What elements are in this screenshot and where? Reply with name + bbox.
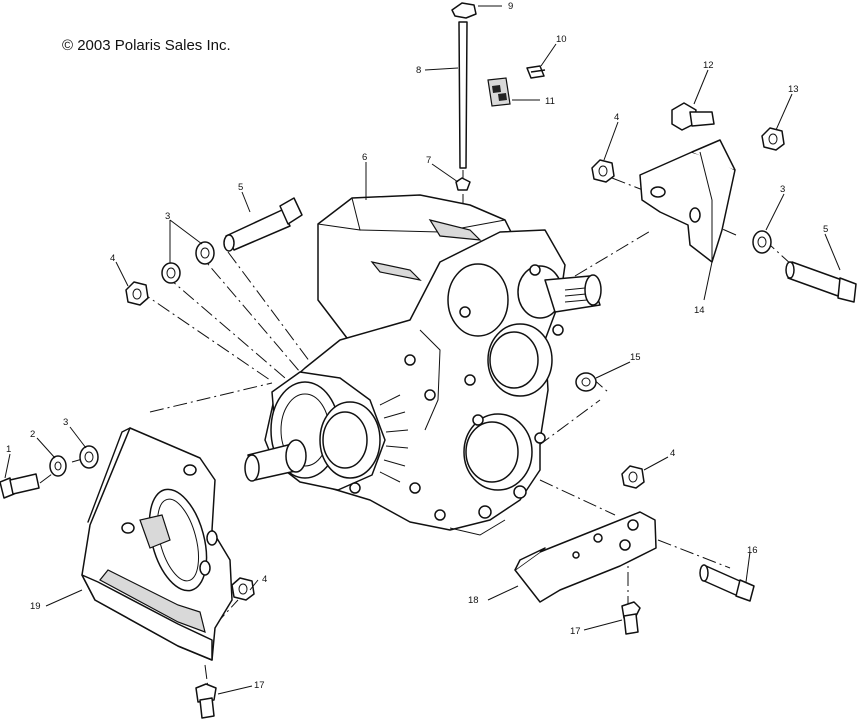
leader-lines bbox=[4, 5, 841, 695]
callout-13: 13 bbox=[788, 84, 799, 95]
copyright-notice: © 2003 Polaris Sales Inc. bbox=[62, 37, 231, 54]
callout-3-lower: 3 bbox=[63, 417, 68, 428]
nut-4-upper-right bbox=[591, 159, 615, 183]
callout-9: 9 bbox=[508, 1, 513, 12]
nut-4-right bbox=[621, 465, 645, 489]
bolt-10 bbox=[526, 65, 546, 79]
rear-mount-bracket bbox=[639, 139, 736, 263]
callout-2: 2 bbox=[30, 429, 35, 440]
callout-4-lower: 4 bbox=[262, 574, 267, 585]
bolt-5-right bbox=[785, 261, 857, 303]
callout-5-right: 5 bbox=[823, 224, 828, 235]
bolt-12 bbox=[671, 102, 715, 131]
front-mount-bracket bbox=[81, 427, 233, 661]
washers-3-left bbox=[161, 241, 215, 284]
callout-4-right: 4 bbox=[670, 448, 675, 459]
nut-13 bbox=[761, 127, 785, 151]
callout-7: 7 bbox=[426, 155, 431, 166]
callout-17-right: 17 bbox=[570, 626, 581, 637]
callout-8: 8 bbox=[416, 65, 421, 76]
callout-11: 11 bbox=[545, 96, 555, 107]
bolt-5-left bbox=[223, 197, 303, 252]
callout-6: 6 bbox=[362, 152, 367, 163]
washer-15 bbox=[575, 372, 597, 392]
callout-10: 10 bbox=[556, 34, 567, 45]
bolt-1 bbox=[0, 473, 40, 499]
callout-4-left: 4 bbox=[110, 253, 115, 264]
washer-3-lower bbox=[79, 445, 99, 469]
callout-19: 19 bbox=[30, 601, 41, 612]
callout-numbers: 1 2 3 4 3 5 6 7 8 9 10 11 12 13 4 3 5 14… bbox=[6, 1, 828, 691]
bolt-16 bbox=[699, 564, 755, 602]
callout-5-left: 5 bbox=[238, 182, 243, 193]
washer-2 bbox=[49, 455, 67, 477]
bolt-17-bottom bbox=[195, 683, 217, 719]
bolt-17-right bbox=[621, 601, 641, 635]
nut-4-left bbox=[125, 281, 149, 306]
callout-15: 15 bbox=[630, 352, 641, 363]
callout-17-bottom: 17 bbox=[254, 680, 265, 691]
vent-rod bbox=[451, 2, 477, 191]
washer-3-right bbox=[752, 230, 772, 254]
callout-18: 18 bbox=[468, 595, 479, 606]
callout-14: 14 bbox=[694, 305, 705, 316]
callout-1: 1 bbox=[6, 444, 11, 455]
callout-3-left: 3 bbox=[165, 211, 170, 222]
lower-bracket bbox=[514, 511, 657, 603]
decal-11 bbox=[487, 77, 511, 107]
callout-16: 16 bbox=[747, 545, 758, 556]
callout-3-right: 3 bbox=[780, 184, 785, 195]
callout-12: 12 bbox=[703, 60, 714, 71]
callout-4-upper-right: 4 bbox=[614, 112, 619, 123]
nut-4-lower bbox=[231, 577, 255, 601]
transmission-case bbox=[244, 194, 602, 536]
